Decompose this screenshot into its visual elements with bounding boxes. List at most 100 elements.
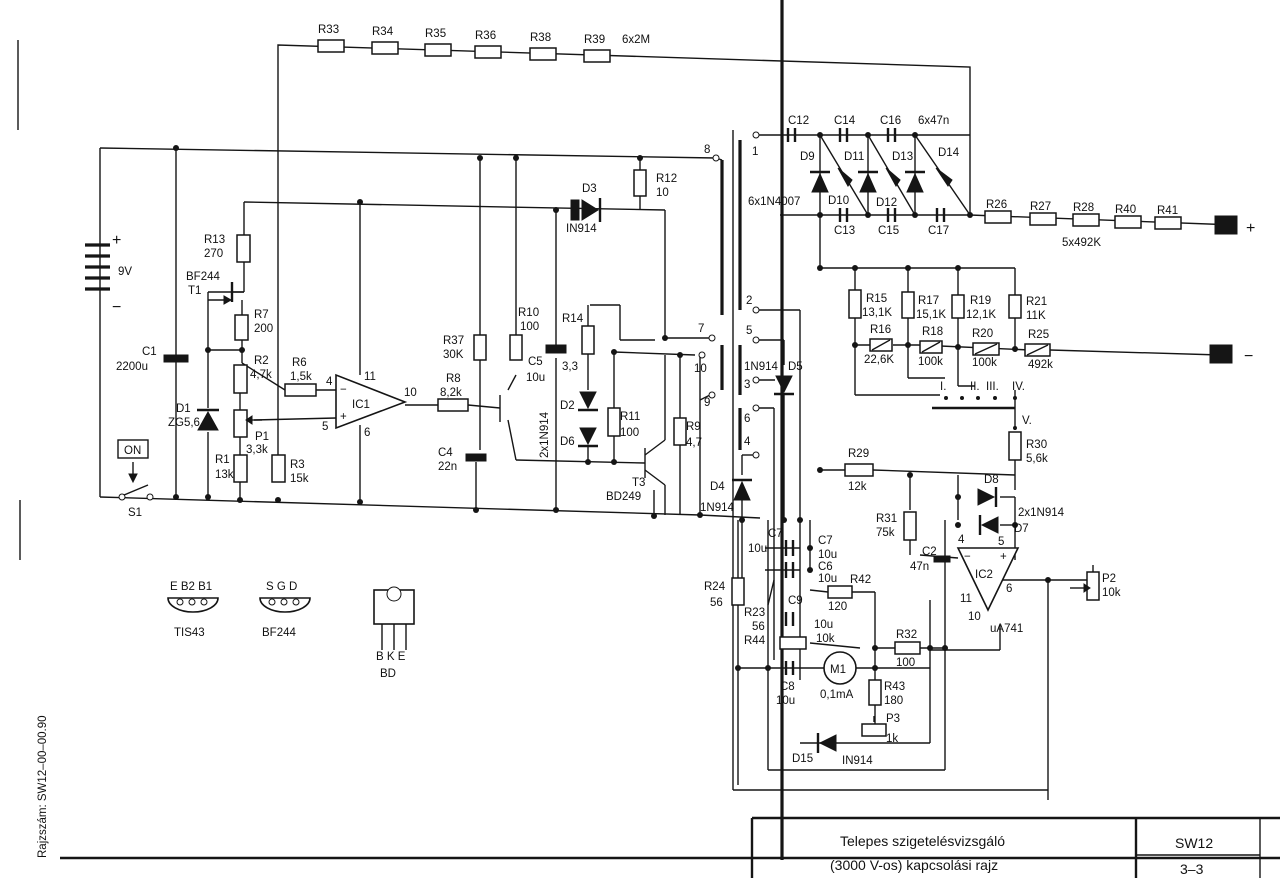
ic2-pin-5: 5 xyxy=(998,536,1004,548)
ic2-pin-6: 6 xyxy=(1006,583,1012,595)
range-5: V. xyxy=(1022,415,1032,427)
value-d5: 1N914 xyxy=(744,361,778,373)
label-r24: R24 xyxy=(704,581,726,593)
label-s1: S1 xyxy=(128,507,142,519)
battery-plus: + xyxy=(112,232,121,249)
value-d2-d6: 2x1N914 xyxy=(539,411,551,458)
sheet-frame xyxy=(17,0,1280,860)
label-bf244: BF244 xyxy=(262,627,296,639)
value-d3: IN914 xyxy=(566,223,597,235)
label-r25: R25 xyxy=(1028,329,1049,341)
label-c8: C8 xyxy=(780,681,795,693)
ic1-pin-11: 11 xyxy=(364,371,376,383)
label-d9: D9 xyxy=(800,151,815,163)
label-r1: R1 xyxy=(215,454,230,466)
label-r21: R21 xyxy=(1026,296,1047,308)
value-d7-d8: 2x1N914 xyxy=(1018,507,1065,519)
label-r37: R37 xyxy=(443,335,464,347)
label-r27: R27 xyxy=(1030,201,1051,213)
meter-calibration: R43 180 P3 1k D15 IN914 xyxy=(792,679,905,767)
label-r35: R35 xyxy=(425,28,446,40)
pins-bd249: B K E xyxy=(376,651,406,663)
value-c5: 10u xyxy=(526,372,545,384)
capacitor-c1: C1 2200u xyxy=(116,346,189,373)
value-r8: 8,2k xyxy=(440,387,462,399)
label-d3: D3 xyxy=(582,183,597,195)
value-p2: 10k xyxy=(1102,587,1121,599)
value-cascade-diodes: 6x1N4007 xyxy=(748,196,800,208)
label-r39-note: 6x2M xyxy=(622,34,650,46)
value-r7: 200 xyxy=(254,323,273,335)
ic2-minus-sign: − xyxy=(964,551,971,563)
label-ic1: IC1 xyxy=(352,399,370,411)
label-r15: R15 xyxy=(866,293,887,305)
drawing-code: SW12 xyxy=(1175,835,1213,851)
value-d4: 1N914 xyxy=(700,502,734,514)
label-d4: D4 xyxy=(710,481,725,493)
title-line-1: Telepes szigetelésvizsgáló xyxy=(840,833,1005,849)
value-c2: 47n xyxy=(910,561,929,573)
value-r31: 75k xyxy=(876,527,895,539)
value-r42: 120 xyxy=(828,601,847,613)
value-d1: ZG5,6 xyxy=(168,417,200,429)
power-switch: ON S1 xyxy=(117,439,154,519)
value-r16: 22,6K xyxy=(864,354,894,366)
value-r32: 100 xyxy=(896,657,915,669)
tr-pin-2: 2 xyxy=(746,295,752,307)
tr-pin-3: 3 xyxy=(744,379,750,391)
label-d12: D12 xyxy=(876,197,897,209)
label-r41: R41 xyxy=(1157,205,1178,217)
label-d6: D6 xyxy=(560,436,575,448)
label-r38: R38 xyxy=(530,32,551,44)
ic1-pin-4: 4 xyxy=(326,376,333,388)
value-c4: 22n xyxy=(438,461,457,473)
label-r2: R2 xyxy=(254,355,269,367)
middle-components: R8 8,2k R37 30K C4 22n R10 100 C5 10u 2x… xyxy=(437,169,702,503)
value-r30: 5,6k xyxy=(1026,453,1048,465)
value-p1: 3,3k xyxy=(246,444,268,456)
label-r42: R42 xyxy=(850,574,871,586)
value-r44: 10k xyxy=(816,633,835,645)
value-c6: 10u xyxy=(818,573,837,585)
value-caps-top: 6x47n xyxy=(918,115,949,127)
range-2: II. xyxy=(970,381,980,393)
diodes-d4-d5: D4 1N914 D5 1N914 xyxy=(700,361,803,514)
label-bd249: BD xyxy=(380,668,396,680)
label-r20: R20 xyxy=(972,328,993,340)
voltage-multiplier: C12 C14 C16 6x47n D9 D11 D13 D14 6x1N400… xyxy=(748,115,971,237)
label-tis43: TIS43 xyxy=(174,627,205,639)
value-r21: 11K xyxy=(1026,310,1046,322)
label-r33: R33 xyxy=(318,24,339,36)
jfet-t1: BF244 T1 xyxy=(186,271,244,305)
label-d11: D11 xyxy=(844,151,864,163)
label-t1: T1 xyxy=(188,285,201,297)
value-t3: BD249 xyxy=(606,491,641,503)
label-r39: R39 xyxy=(584,34,605,46)
value-r24: 56 xyxy=(710,597,723,609)
value-r10: 100 xyxy=(520,321,539,333)
value-r25: 492k xyxy=(1028,359,1053,371)
label-r32: R32 xyxy=(896,629,917,641)
label-d15: D15 xyxy=(792,753,813,765)
top-resistor-chain: R33 R34 R35 R36 R38 R39 6x2M xyxy=(317,24,650,63)
label-c15: C15 xyxy=(878,225,899,237)
tr-pin-6: 6 xyxy=(744,413,750,425)
tr-pin-7: 7 xyxy=(698,323,704,335)
value-c8: 10u xyxy=(776,695,795,707)
range-3: III. xyxy=(986,381,999,393)
label-r10: R10 xyxy=(518,307,539,319)
label-c5: C5 xyxy=(528,356,543,368)
label-c12: C12 xyxy=(788,115,809,127)
label-r13: R13 xyxy=(204,234,225,246)
tr-pin-5: 5 xyxy=(746,325,752,337)
label-c7-right: C7 xyxy=(818,535,833,547)
value-r18: 100k xyxy=(918,356,943,368)
label-r14: R14 xyxy=(562,313,584,325)
label-c4: C4 xyxy=(438,447,453,459)
label-p3: P3 xyxy=(886,713,900,725)
label-r44: R44 xyxy=(744,635,766,647)
value-r43: 180 xyxy=(884,695,903,707)
value-r1: 13k xyxy=(215,469,234,481)
label-c9: C9 xyxy=(788,595,803,607)
value-m1: 0,1mA xyxy=(820,689,854,701)
